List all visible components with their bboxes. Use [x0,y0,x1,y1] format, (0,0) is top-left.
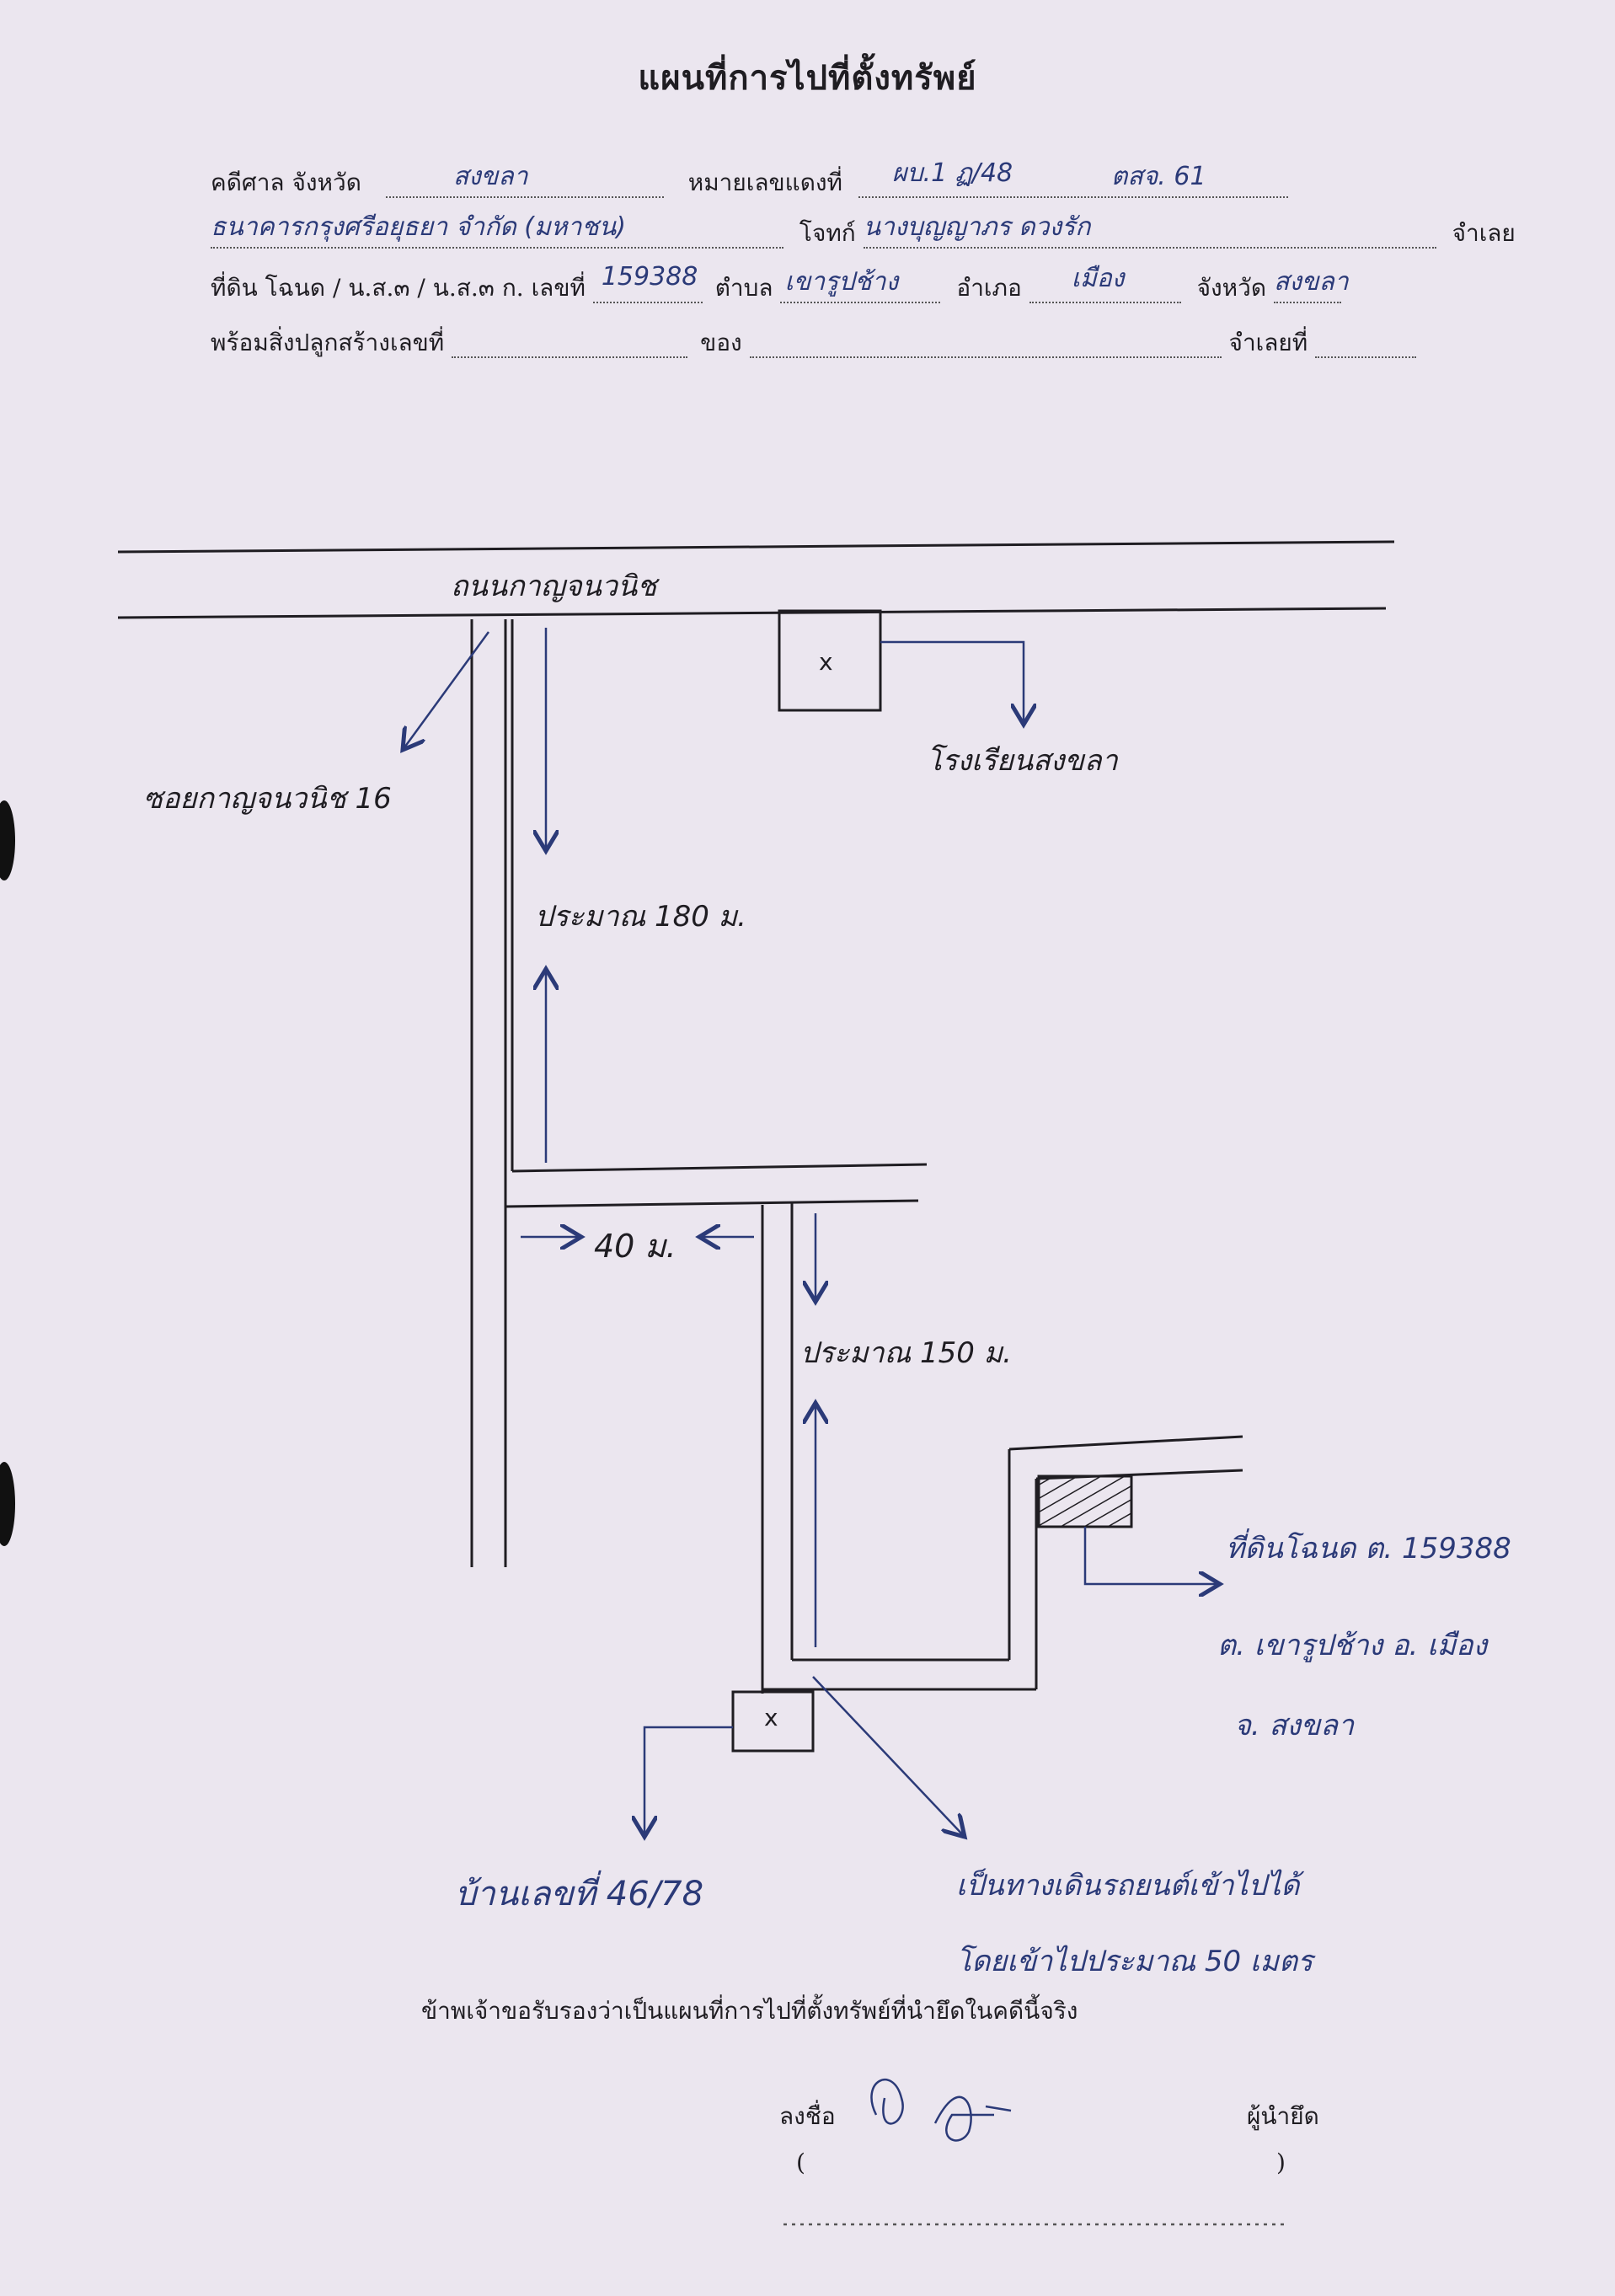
house-number-label: บ้านเลขที่ 46/78 [455,1875,704,1913]
property-description-line3: จ. สงขลา [1234,1709,1355,1742]
defendant-role: จำเลย [1452,219,1516,247]
main-road-label: ถนนกาญจนวนิช [451,570,657,603]
school-pointer [880,640,1024,725]
owner-field [749,329,1222,358]
province-value: สงขลา [1273,267,1349,297]
access-note-line2: โดยเข้าไปประมาณ 50 เมตร [956,1945,1313,1978]
name-paren-close: ) [1276,2149,1286,2176]
subdistrict-label: ตำบล [714,274,773,302]
plaintiff-field: ธนาคารกรุงศรีอยุธยา จำกัด (มหาชน) [211,212,783,249]
landmark-top-label: โรงเรียนสงขลา [927,744,1118,778]
signer-role-label: ผู้นำยึด [1247,2102,1319,2130]
cross-lane-top [511,1163,928,1173]
district-label: อำเภอ [956,274,1022,302]
access-pointer [812,1676,965,1837]
plaintiff-role: โจทก์ [799,219,856,247]
soi-pointer [403,631,490,750]
form-row-parties: ธนาคารกรุงศรีอยุธยา จำกัด (มหาชน) โจทก์ … [211,212,1516,252]
main-road-top-edge [117,540,1395,554]
house-mark: x [764,1704,778,1731]
case-value: ผบ.1 ฏ/48 [891,158,1013,188]
subdistrict-value: เขารูปช้าง [784,267,899,297]
property-description-line2: ต. เขารูปช้าง อ. เมือง [1217,1629,1488,1662]
distance-150-label: ประมาณ 150 ม. [800,1336,1012,1370]
case-suffix: ตสจ. 61 [1110,162,1206,191]
sign-label: ลงชื่อ [779,2102,836,2130]
school-mark: x [819,648,833,676]
school-box [778,609,882,712]
certification-text: ข้าพเจ้าขอรับรองว่าเป็นแผนที่การไปที่ตั้… [421,1997,1078,2025]
house-pointer [644,1726,733,1837]
distance-180-label: ประมาณ 180 ม. [535,900,746,934]
defendant-no-field [1315,329,1417,358]
document-title: แผนที่การไปที่ตั้งทรัพย์ [638,58,977,98]
plaintiff-value: ธนาคารกรุงศรีอยุธยา จำกัด (มหาชน) [211,212,626,242]
subdistrict-field: เขารูปช้าง [780,267,941,303]
court-label: คดีศาล จังหวัด [211,169,361,196]
property-pointer [1083,1527,1220,1584]
court-field: สงขลา [385,162,664,198]
form-row-building: พร้อมสิ่งปลูกสร้างเลขที่ ของ จำเลยที่ [211,324,1417,361]
main-road-bottom-edge [117,607,1387,619]
signature-scribble [870,2079,1012,2142]
form-row-court: คดีศาล จังหวัด สงขลา หมายเลขแดงที่ ผบ.1 … [211,158,1288,201]
binder-hole-bottom [0,1462,15,1546]
binder-hole-top [0,800,15,880]
name-paren-open: ( [796,2149,805,2176]
case-field: ผบ.1 ฏ/48 ตสจ. 61 [858,158,1288,198]
property-description-line1: ที่ดินโฉนด ต. 159388 [1226,1532,1511,1565]
house-box [731,1690,815,1753]
building-label: พร้อมสิ่งปลูกสร้างเลขที่ [211,329,445,356]
side-soi-label: ซอยกาญจนวนิช 16 [143,782,392,816]
defendant-field: นางบุญญาภร ดวงรัก [863,212,1436,249]
property-plot [1037,1474,1133,1528]
defendant-no-label: จำเลยที่ [1228,329,1308,356]
district-value: เมือง [1071,264,1125,293]
case-label: หมายเลขแดงที่ [687,169,843,196]
access-note-line1: เป็นทางเดินรถยนต์เข้าไปได้ [956,1869,1300,1903]
end-road-top [1008,1435,1243,1451]
deed-label: ที่ดิน โฉนด / น.ส.๓ / น.ส.๓ ก. เลขที่ [211,274,586,302]
deed-field: 159388 [592,262,703,303]
distance-40-label: 40 ม. [594,1228,676,1265]
province-label: จังหวัด [1196,274,1267,302]
province-field: สงขลา [1273,267,1349,303]
defendant-value: นางบุญญาภร ดวงรัก [863,212,1091,242]
form-row-deed: ที่ดิน โฉนด / น.ส.๓ / น.ส.๓ ก. เลขที่ 15… [211,262,1349,307]
of-label: ของ [700,329,742,356]
district-field: เมือง [1029,264,1181,303]
court-value: สงขลา [452,162,528,191]
building-field [452,329,688,358]
cross-lane-bottom [505,1199,919,1208]
deed-value: 159388 [601,262,698,292]
